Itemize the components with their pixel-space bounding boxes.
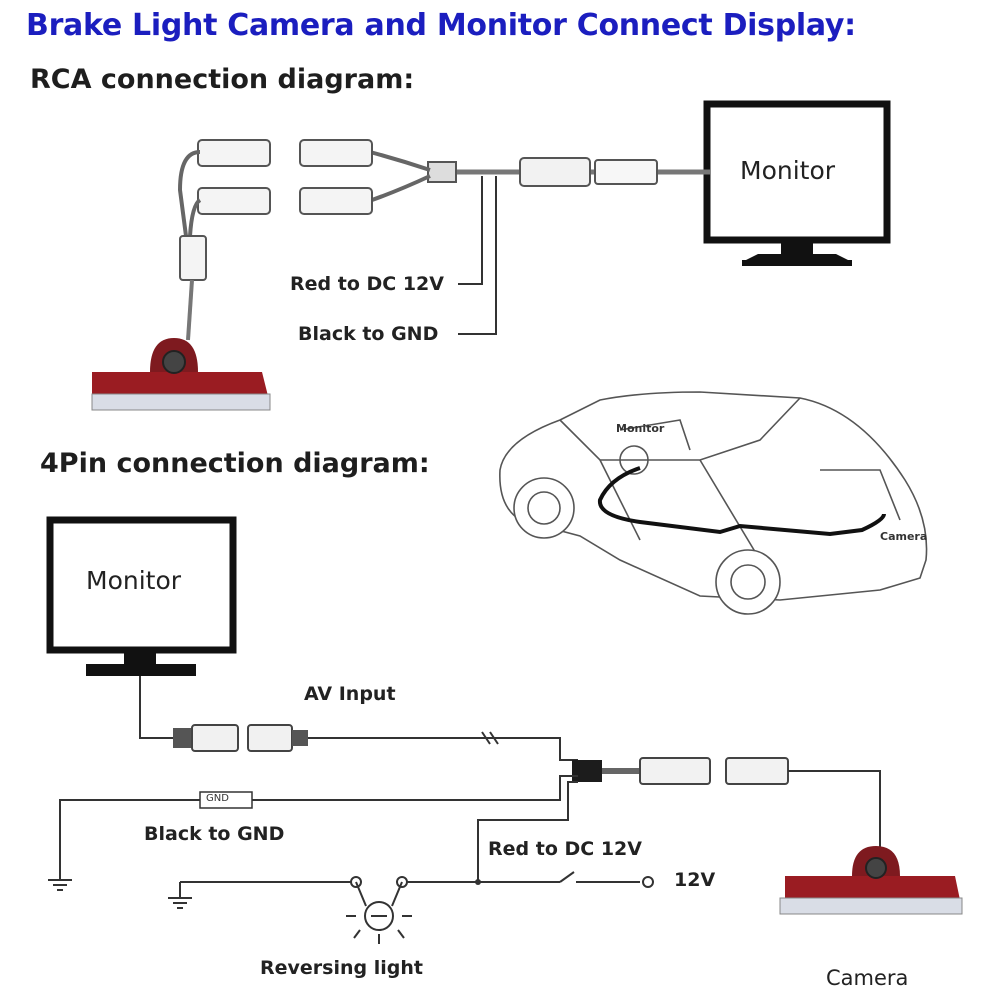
- pin4-monitor-label: Monitor: [86, 566, 182, 595]
- pin4-brake-camera-icon: [779, 846, 963, 915]
- car-outline-illustration: [499, 391, 928, 615]
- reversing-light-bulb-icon: [346, 881, 412, 944]
- car-monitor-label: Monitor: [616, 422, 665, 435]
- pin4-heading: 4Pin connection diagram:: [40, 448, 430, 479]
- pin4-black-label: Black to GND: [144, 823, 285, 845]
- av-input-label: AV Input: [304, 683, 396, 705]
- ground-symbol-icon: [48, 879, 192, 909]
- pin4-camera-label: Camera: [826, 966, 909, 990]
- car-cable-route: [597, 466, 886, 537]
- rca-red-label: Red to DC 12V: [290, 273, 444, 295]
- pin4-red-label: Red to DC 12V: [488, 838, 642, 860]
- pin4-extension-cable: [572, 757, 881, 850]
- rca-monitor-icon: [703, 100, 891, 266]
- rca-monitor-label: Monitor: [740, 156, 836, 185]
- rca-heading: RCA connection diagram:: [30, 64, 415, 95]
- terminal-12v-icon: [642, 876, 654, 888]
- rca-brake-camera-icon: [91, 338, 271, 411]
- v12-label: 12V: [674, 869, 716, 891]
- car-camera-label: Camera: [880, 530, 928, 543]
- page-title: Brake Light Camera and Monitor Connect D…: [26, 8, 856, 43]
- reversing-light-label: Reversing light: [260, 957, 423, 979]
- rca-cable-assembly: [177, 139, 710, 341]
- rca-power-leaders: [458, 176, 497, 335]
- gnd-tag-box: [199, 791, 253, 809]
- pin4-av-wiring: [139, 676, 578, 761]
- pin4-monitor-icon: [46, 516, 237, 676]
- rca-black-label: Black to GND: [298, 323, 439, 345]
- pin4-av-connectors: [173, 724, 308, 752]
- junction-dot: [475, 879, 481, 885]
- gnd-tag-label: GND: [206, 793, 229, 804]
